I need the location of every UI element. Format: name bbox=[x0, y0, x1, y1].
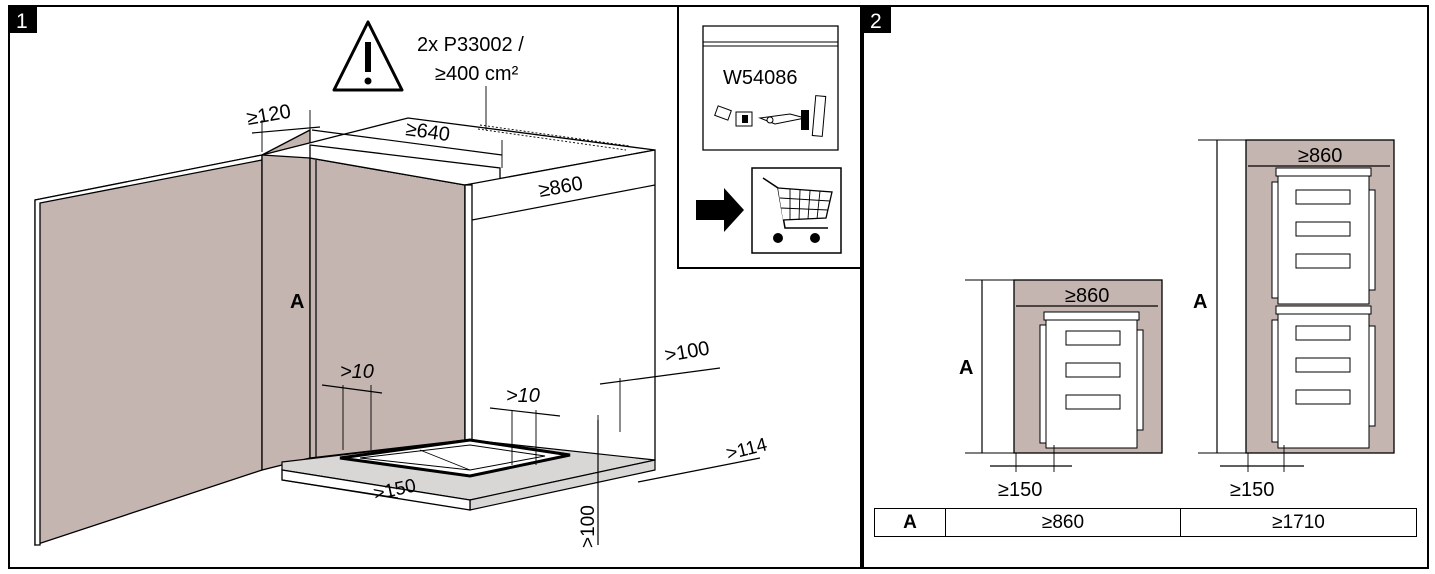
dimension-table: A ≥860 ≥1710 bbox=[874, 508, 1417, 537]
table-key: A bbox=[874, 508, 946, 537]
arrow-right-icon bbox=[696, 188, 744, 232]
stacked-width: ≥860 bbox=[1298, 145, 1342, 167]
stacked-gap: ≥150 bbox=[1230, 479, 1274, 501]
vent-note-line-1: 2x P33002 / bbox=[417, 34, 524, 56]
single-gap: ≥150 bbox=[998, 479, 1042, 501]
table-value-stacked: ≥1710 bbox=[1180, 508, 1417, 537]
panel-1-badge bbox=[9, 6, 37, 33]
single-height-label: A bbox=[959, 357, 973, 379]
shopping-cart-icon bbox=[751, 167, 842, 254]
panel-2-badge bbox=[863, 6, 891, 33]
warning-icon bbox=[332, 20, 404, 92]
dim-front-height: >100 bbox=[578, 505, 599, 548]
panel-2-badge-label: 2 bbox=[870, 10, 882, 33]
accessory-parts bbox=[714, 95, 827, 137]
accessory-code: W54086 bbox=[723, 67, 798, 89]
vent-grille bbox=[477, 124, 631, 151]
stacked-height-label: A bbox=[1193, 291, 1207, 313]
dim-height-label: A bbox=[290, 291, 304, 313]
dryer-stacked bbox=[1271, 167, 1376, 305]
table-value-single: ≥860 bbox=[945, 508, 1181, 537]
single-width: ≥860 bbox=[1065, 285, 1109, 307]
dim-gap-right: >10 bbox=[506, 385, 540, 407]
base-frame bbox=[339, 438, 571, 478]
washer-side-view bbox=[1039, 311, 1144, 449]
panel-1-badge-label: 1 bbox=[16, 10, 28, 33]
dim-gap-left: >10 bbox=[340, 361, 374, 383]
washer-stacked bbox=[1271, 305, 1376, 449]
table-row: A ≥860 ≥1710 bbox=[874, 508, 1417, 537]
vent-note-line-2: ≥400 cm² bbox=[435, 63, 519, 85]
